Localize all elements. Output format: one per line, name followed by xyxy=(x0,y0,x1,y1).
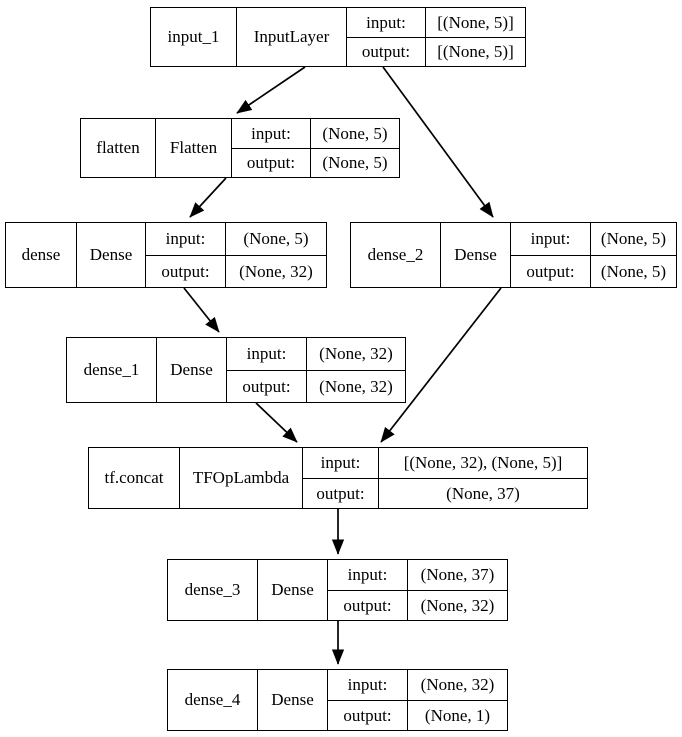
node-io-output-shape: (None, 5) xyxy=(310,149,399,177)
node-io-input-label: input: xyxy=(251,123,291,143)
node-io-row-output: output: (None, 32) xyxy=(146,255,326,287)
node-name-label: dense xyxy=(21,245,61,264)
node-io-row-input: input: (None, 32) xyxy=(328,670,507,700)
node-io-output-label: output: xyxy=(343,705,392,725)
node-class-label: Dense xyxy=(257,670,327,730)
node-io-row-output: output: (None, 32) xyxy=(227,370,405,402)
node-io-output-label: output: xyxy=(526,261,575,281)
node-io-row-output: output: [(None, 5)] xyxy=(347,37,525,66)
node-io-output-shape: (None, 32) xyxy=(306,371,405,402)
node-io-input-shape: [(None, 5)] xyxy=(425,8,525,37)
node-io-input-shape: (None, 5) xyxy=(225,223,326,255)
node-io-output-label: output: xyxy=(343,595,392,615)
node-name-label: dense_3 xyxy=(184,580,241,599)
node-io-input-shape: (None, 5) xyxy=(310,119,399,148)
node-io-output-label: output: xyxy=(242,376,291,396)
node-io-input-label: input: xyxy=(165,229,206,248)
node-io-input-shape: (None, 32) xyxy=(306,338,405,370)
graph-node-dense_3: dense_3 Dense input: (None, 37) output: (None… xyxy=(167,559,508,621)
node-io-output-shape: (None, 32) xyxy=(225,256,326,287)
node-io-row-input: input: [(None, 5)] xyxy=(347,8,525,37)
graph-node-flatten: flatten Flatten input: (None, 5) output: (Non… xyxy=(80,118,400,178)
node-io-block: input: (None, 37) output: (None, 32) xyxy=(327,560,507,620)
node-io-input-label: input: xyxy=(366,12,406,32)
node-io-output-shape: (None, 37) xyxy=(378,479,587,508)
node-io-output-shape: (None, 5) xyxy=(590,256,676,287)
node-io-input-shape: (None, 32) xyxy=(407,670,507,700)
node-io-row-input: input: (None, 5) xyxy=(511,223,676,255)
graph-node-tf.concat: tf.concat TFOpLambda input: [(None, 32), (N… xyxy=(88,447,588,509)
node-class-label: Dense xyxy=(440,223,510,287)
node-class-label: InputLayer xyxy=(236,8,346,66)
node-io-input-shape: (None, 37) xyxy=(407,560,507,590)
node-io-row-output: output: (None, 37) xyxy=(303,478,587,508)
node-name-label: dense_1 xyxy=(83,360,140,379)
node-io-input-label: input: xyxy=(246,344,287,363)
node-io-output-label: output: xyxy=(246,153,296,172)
node-io-output-label: output: xyxy=(161,261,210,281)
node-name-label: input_1 xyxy=(167,27,220,46)
node-io-row-input: input: (None, 5) xyxy=(146,223,326,255)
node-class-label: Dense xyxy=(156,338,226,402)
node-io-row-output: output: (None, 1) xyxy=(328,700,507,730)
graph-node-dense_4: dense_4 Dense input: (None, 32) output: (None… xyxy=(167,669,508,731)
node-io-row-output: output: (None, 32) xyxy=(328,590,507,620)
node-name-label: dense_2 xyxy=(367,245,424,264)
node-io-block: input: (None, 32) output: (None, 32) xyxy=(226,338,405,402)
node-class-label: TFOpLambda xyxy=(179,448,302,508)
node-io-row-input: input: (None, 5) xyxy=(232,119,399,148)
node-name-label: dense_4 xyxy=(184,690,241,709)
node-io-input-label: input: xyxy=(530,229,571,248)
edge-dense_1-to-tf.concat xyxy=(255,402,298,443)
node-name-label: tf.concat xyxy=(104,468,164,487)
node-io-input-label: input: xyxy=(320,453,361,472)
node-io-row-output: output: (None, 5) xyxy=(511,255,676,287)
node-io-output-shape: (None, 32) xyxy=(407,591,507,620)
edge-input_1-to-flatten xyxy=(236,66,306,114)
node-io-input-shape: [(None, 32), (None, 5)] xyxy=(378,448,587,478)
node-io-block: input: (None, 5) output: (None, 32) xyxy=(145,223,326,287)
node-io-block: input: [(None, 5)] output: [(None, 5)] xyxy=(346,8,525,66)
node-class-label: Dense xyxy=(257,560,327,620)
node-io-input-shape: (None, 5) xyxy=(590,223,676,255)
graph-node-dense_1: dense_1 Dense input: (None, 32) output: (None… xyxy=(66,337,406,403)
node-io-block: input: (None, 32) output: (None, 1) xyxy=(327,670,507,730)
node-name-label: flatten xyxy=(96,138,140,157)
node-io-output-shape: (None, 1) xyxy=(407,701,507,730)
node-io-input-label: input: xyxy=(347,675,388,694)
node-io-row-input: input: (None, 37) xyxy=(328,560,507,590)
edge-dense-to-dense_1 xyxy=(183,287,220,333)
edge-flatten-to-dense xyxy=(189,177,227,218)
node-io-row-input: input: [(None, 32), (None, 5)] xyxy=(303,448,587,478)
graph-node-dense: dense Dense input: (None, 5) output: (None, 3… xyxy=(5,222,327,288)
node-io-block: input: [(None, 32), (None, 5)] output: (Non… xyxy=(302,448,587,508)
node-io-input-label: input: xyxy=(347,565,388,584)
node-io-block: input: (None, 5) output: (None, 5) xyxy=(510,223,676,287)
graph-node-dense_2: dense_2 Dense input: (None, 5) output: (None,… xyxy=(350,222,677,288)
node-io-output-label: output: xyxy=(361,42,411,61)
node-io-output-shape: [(None, 5)] xyxy=(425,38,525,66)
node-class-label: Dense xyxy=(76,223,145,287)
node-io-output-label: output: xyxy=(316,483,365,503)
node-io-row-output: output: (None, 5) xyxy=(232,148,399,177)
node-io-block: input: (None, 5) output: (None, 5) xyxy=(231,119,399,177)
node-class-label: Flatten xyxy=(155,119,231,177)
node-io-row-input: input: (None, 32) xyxy=(227,338,405,370)
